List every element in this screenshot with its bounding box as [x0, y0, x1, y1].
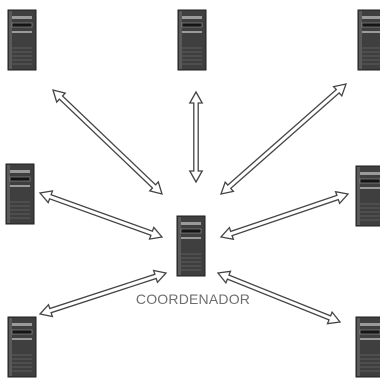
server-icon-top-center: [177, 9, 207, 71]
link-arrow-middle-left: [38, 190, 164, 240]
server-icon-top-left: [7, 9, 37, 71]
servers-layer: [5, 9, 380, 378]
coordinator-label: COORDENADOR: [136, 291, 250, 307]
link-arrow-bottom-right: [216, 270, 342, 325]
server-icon-bottom-right: [355, 316, 380, 378]
link-arrow-bottom-left: [38, 269, 168, 318]
server-icon-top-right: [357, 9, 380, 71]
server-icon-bottom-left: [7, 316, 37, 378]
link-arrow-middle-right: [219, 190, 350, 241]
link-arrow-top-left: [52, 89, 163, 195]
links-layer: [38, 83, 350, 325]
server-icon-middle-right: [355, 165, 380, 227]
server-icon-middle-left: [5, 163, 35, 225]
link-arrow-top-center: [188, 90, 204, 184]
link-arrow-top-right: [220, 83, 347, 195]
coordinator-server-icon: [176, 215, 206, 277]
